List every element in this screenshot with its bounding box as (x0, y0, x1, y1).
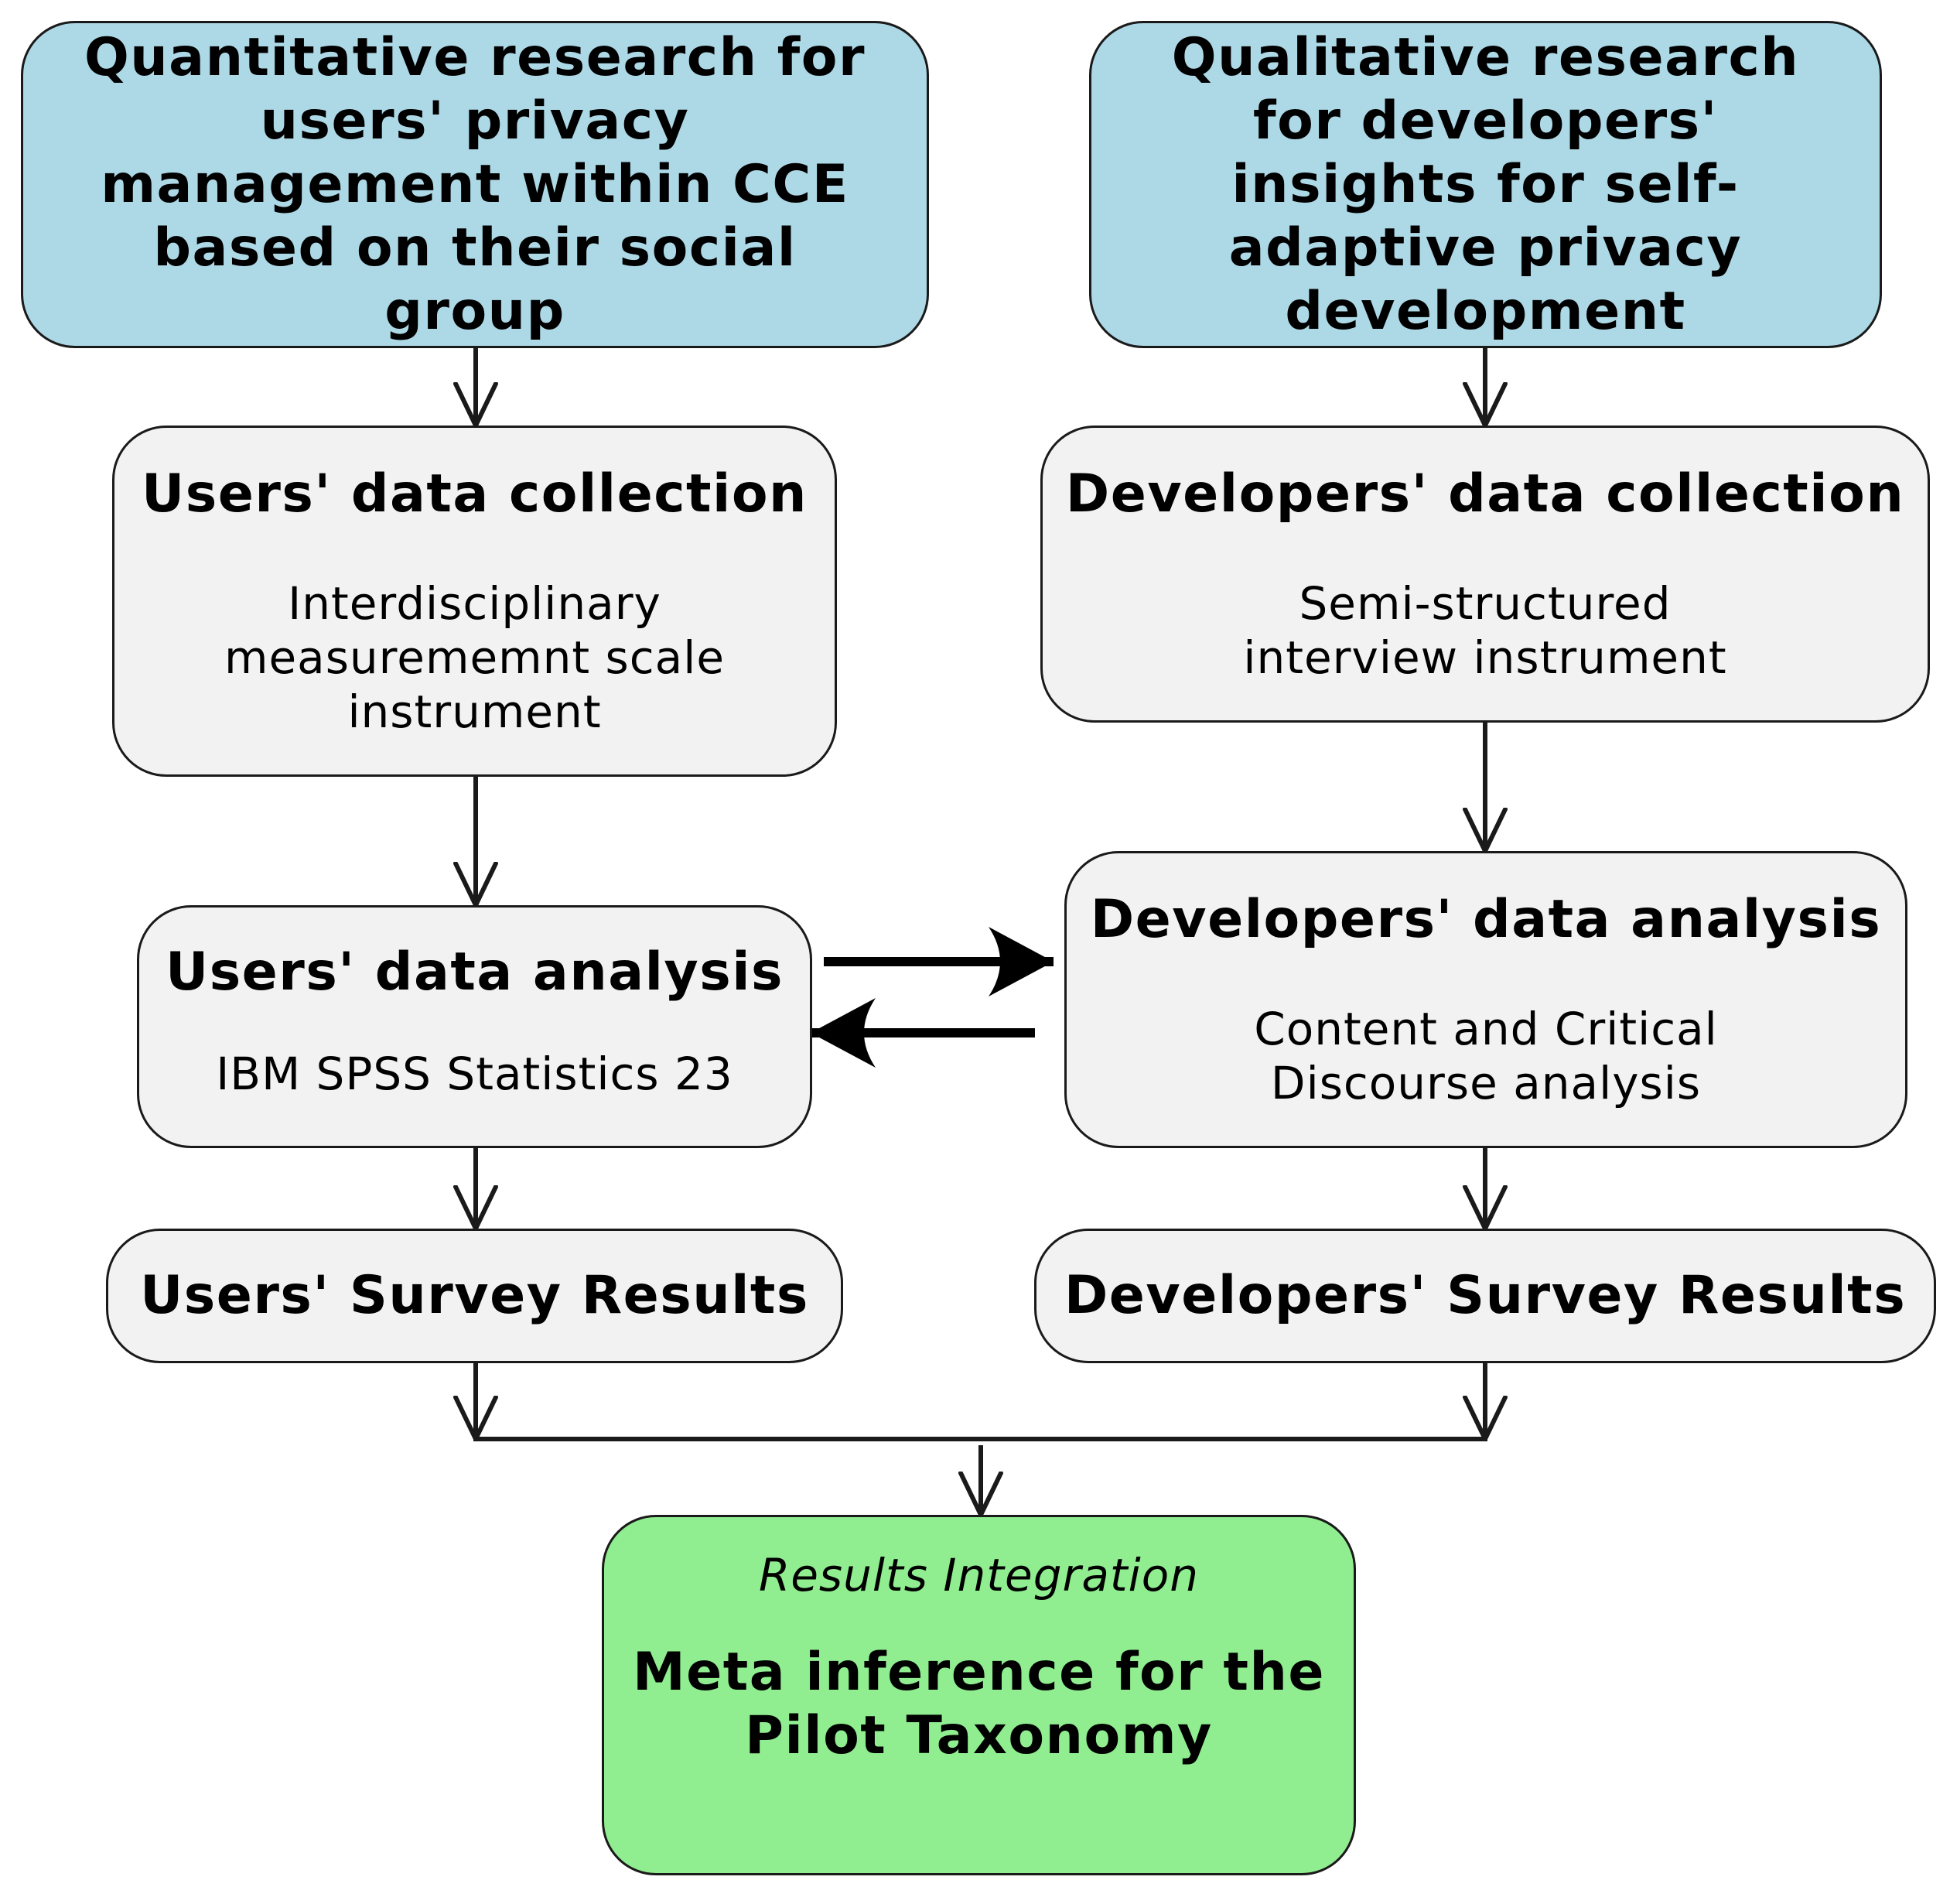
qualitative-research-title: Qualitative research for developers' ins… (1171, 26, 1800, 342)
results-integration-box: Results Integration Meta inference for t… (602, 1515, 1356, 1875)
users-survey-results-title: Users' Survey Results (140, 1265, 809, 1326)
developers-data-collection-box: Developers' data collection Semi-structu… (1040, 426, 1930, 723)
qualitative-research-box: Qualitative research for developers' ins… (1089, 21, 1882, 348)
developers-data-analysis-box: Developers' data analysis Content and Cr… (1064, 851, 1907, 1148)
quantitative-research-box: Quantitative research for users' privacy… (21, 21, 929, 348)
developers-data-collection-subtitle: Semi-structured interview instrument (1243, 577, 1727, 684)
users-data-collection-box: Users' data collection Interdisciplinary… (112, 426, 837, 777)
quantitative-research-title: Quantitative research for users' privacy… (84, 26, 866, 342)
users-survey-results-box: Users' Survey Results (106, 1229, 843, 1363)
users-data-collection-subtitle: Interdisciplinary measurememnt scale ins… (224, 577, 726, 738)
developers-data-analysis-title: Developers' data analysis (1090, 889, 1882, 950)
users-data-analysis-subtitle: IBM SPSS Statistics 23 (216, 1048, 733, 1100)
developers-data-analysis-subtitle: Content and Critical Discourse analysis (1254, 1003, 1718, 1109)
developers-survey-results-title: Developers' Survey Results (1064, 1265, 1907, 1326)
users-data-analysis-title: Users' data analysis (165, 942, 784, 1003)
developers-survey-results-box: Developers' Survey Results (1034, 1229, 1936, 1363)
users-data-analysis-box: Users' data analysis IBM SPSS Statistics… (137, 905, 812, 1148)
users-data-collection-title: Users' data collection (142, 463, 808, 525)
developers-data-collection-title: Developers' data collection (1065, 463, 1905, 525)
results-integration-title: Meta inference for the Pilot Taxonomy (633, 1642, 1325, 1766)
results-integration-label: Results Integration (758, 1549, 1200, 1601)
